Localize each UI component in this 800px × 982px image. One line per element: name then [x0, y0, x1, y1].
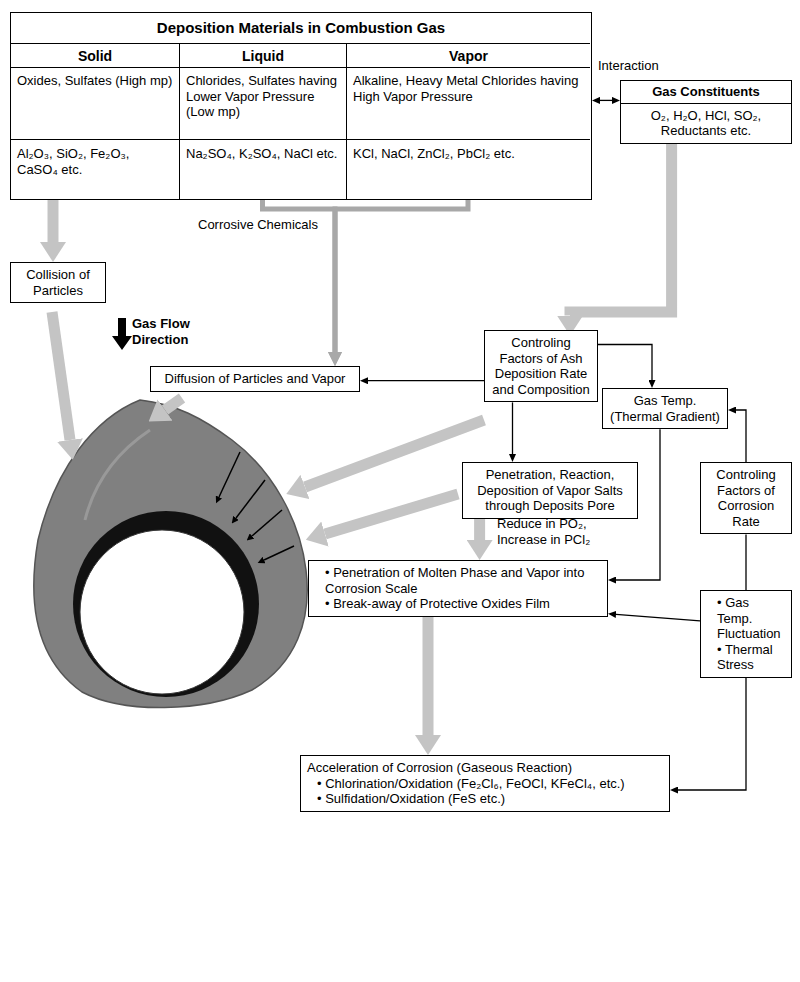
box-text: • Thermal Stress — [707, 642, 785, 673]
box-text: KCl, NaCl, ZnCl₂, PbCl₂ etc. — [347, 140, 590, 168]
connector — [745, 534, 746, 590]
edge-label: Reduce in PO₂, Increase in PCl₂ — [497, 516, 609, 547]
deposition-arrows — [52, 312, 484, 534]
connector — [335, 199, 468, 352]
connector — [474, 519, 485, 540]
box-text: • Chlorination/Oxidation (Fe₂Cl₆, FeOCl,… — [307, 776, 663, 792]
connector — [736, 410, 746, 462]
box-text: Collision of Particles — [17, 267, 99, 298]
connector — [678, 678, 746, 790]
box-text: Alkaline, Heavy Metal Chlorides having H… — [347, 68, 590, 140]
box-text: Gas Constituents — [621, 81, 791, 104]
factor-box: Controling Factors of Ash Deposition Rat… — [484, 330, 598, 402]
box-text: Vapor — [347, 44, 590, 68]
box-text: Controling Factors of Corrosion Rate — [707, 467, 785, 529]
note-label: Corrosive Chemicals — [198, 217, 330, 233]
box-text: • Sulfidation/Oxidation (FeS etc.) — [307, 791, 663, 807]
deposit-body — [34, 400, 307, 708]
connector — [48, 199, 59, 242]
tube — [73, 511, 259, 697]
gas-box: Gas ConstituentsO₂, H₂O, HCl, SO₂, Reduc… — [620, 80, 792, 144]
crack-arrows — [219, 452, 294, 560]
phase-column: LiquidChlorides, Sulfates having Lower V… — [179, 43, 346, 199]
box-text: Penetration, Reaction, Deposition of Vap… — [469, 467, 631, 514]
factor-box: Controling Factors of Corrosion Rate — [700, 462, 792, 534]
process-box: Diffusion of Particles and Vapor — [150, 366, 360, 392]
box-text: Chlorides, Sulfates having Lower Vapor P… — [180, 68, 346, 140]
connector — [368, 380, 484, 381]
box-text: Al₂O₃, SiO₂, Fe₂O₃, CaSO₄ etc. — [11, 140, 179, 183]
process-box: Collision of Particles — [10, 262, 106, 303]
box-text: Controling Factors of Ash Deposition Rat… — [491, 335, 591, 397]
edge-label: Interaction — [598, 58, 678, 74]
box-text: • Penetration of Molten Phase and Vapor … — [315, 565, 601, 596]
connector — [598, 345, 652, 381]
connector — [512, 402, 513, 454]
box-text: Deposition Materials in Combustion Gas — [11, 13, 591, 43]
box-text: • Break-away of Protective Oxides Film — [315, 596, 601, 612]
box-text: Diffusion of Particles and Vapor — [157, 371, 353, 387]
box-text: Acceleration of Corrosion (Gaseous React… — [307, 760, 663, 776]
box-text: Na₂SO₄, K₂SO₄, NaCl etc. — [180, 140, 346, 168]
box-text: Gas Temp. (Thermal Gradient) — [609, 393, 721, 424]
connector — [616, 614, 700, 620]
box-text: O₂, H₂O, HCl, SO₂, Reductants etc. — [627, 108, 785, 139]
factor-box: • Gas Temp. Fluctuation• Thermal Stress — [700, 590, 792, 678]
result-box: Acceleration of Corrosion (Gaseous React… — [300, 755, 670, 812]
gas-flow-arrow — [112, 318, 132, 350]
phase-column: SolidOxides, Sulfates (High mp)Al₂O₃, Si… — [11, 43, 179, 199]
box-text: Oxides, Sulfates (High mp) — [11, 68, 179, 140]
phase-column: VaporAlkaline, Heavy Metal Chlorides hav… — [346, 43, 590, 199]
process-box: Penetration, Reaction, Deposition of Vap… — [462, 462, 638, 519]
box-text: • Gas Temp. Fluctuation — [707, 595, 785, 642]
connector — [423, 617, 434, 735]
box-text: Solid — [11, 44, 179, 68]
box-text: Liquid — [180, 44, 346, 68]
process-box: • Penetration of Molten Phase and Vapor … — [308, 560, 608, 617]
factor-box: Gas Temp. (Thermal Gradient) — [602, 388, 728, 429]
materials-table: Deposition Materials in Combustion GasSo… — [10, 12, 592, 200]
connector — [600, 100, 612, 101]
note-label: Gas Flow Direction — [132, 316, 224, 347]
